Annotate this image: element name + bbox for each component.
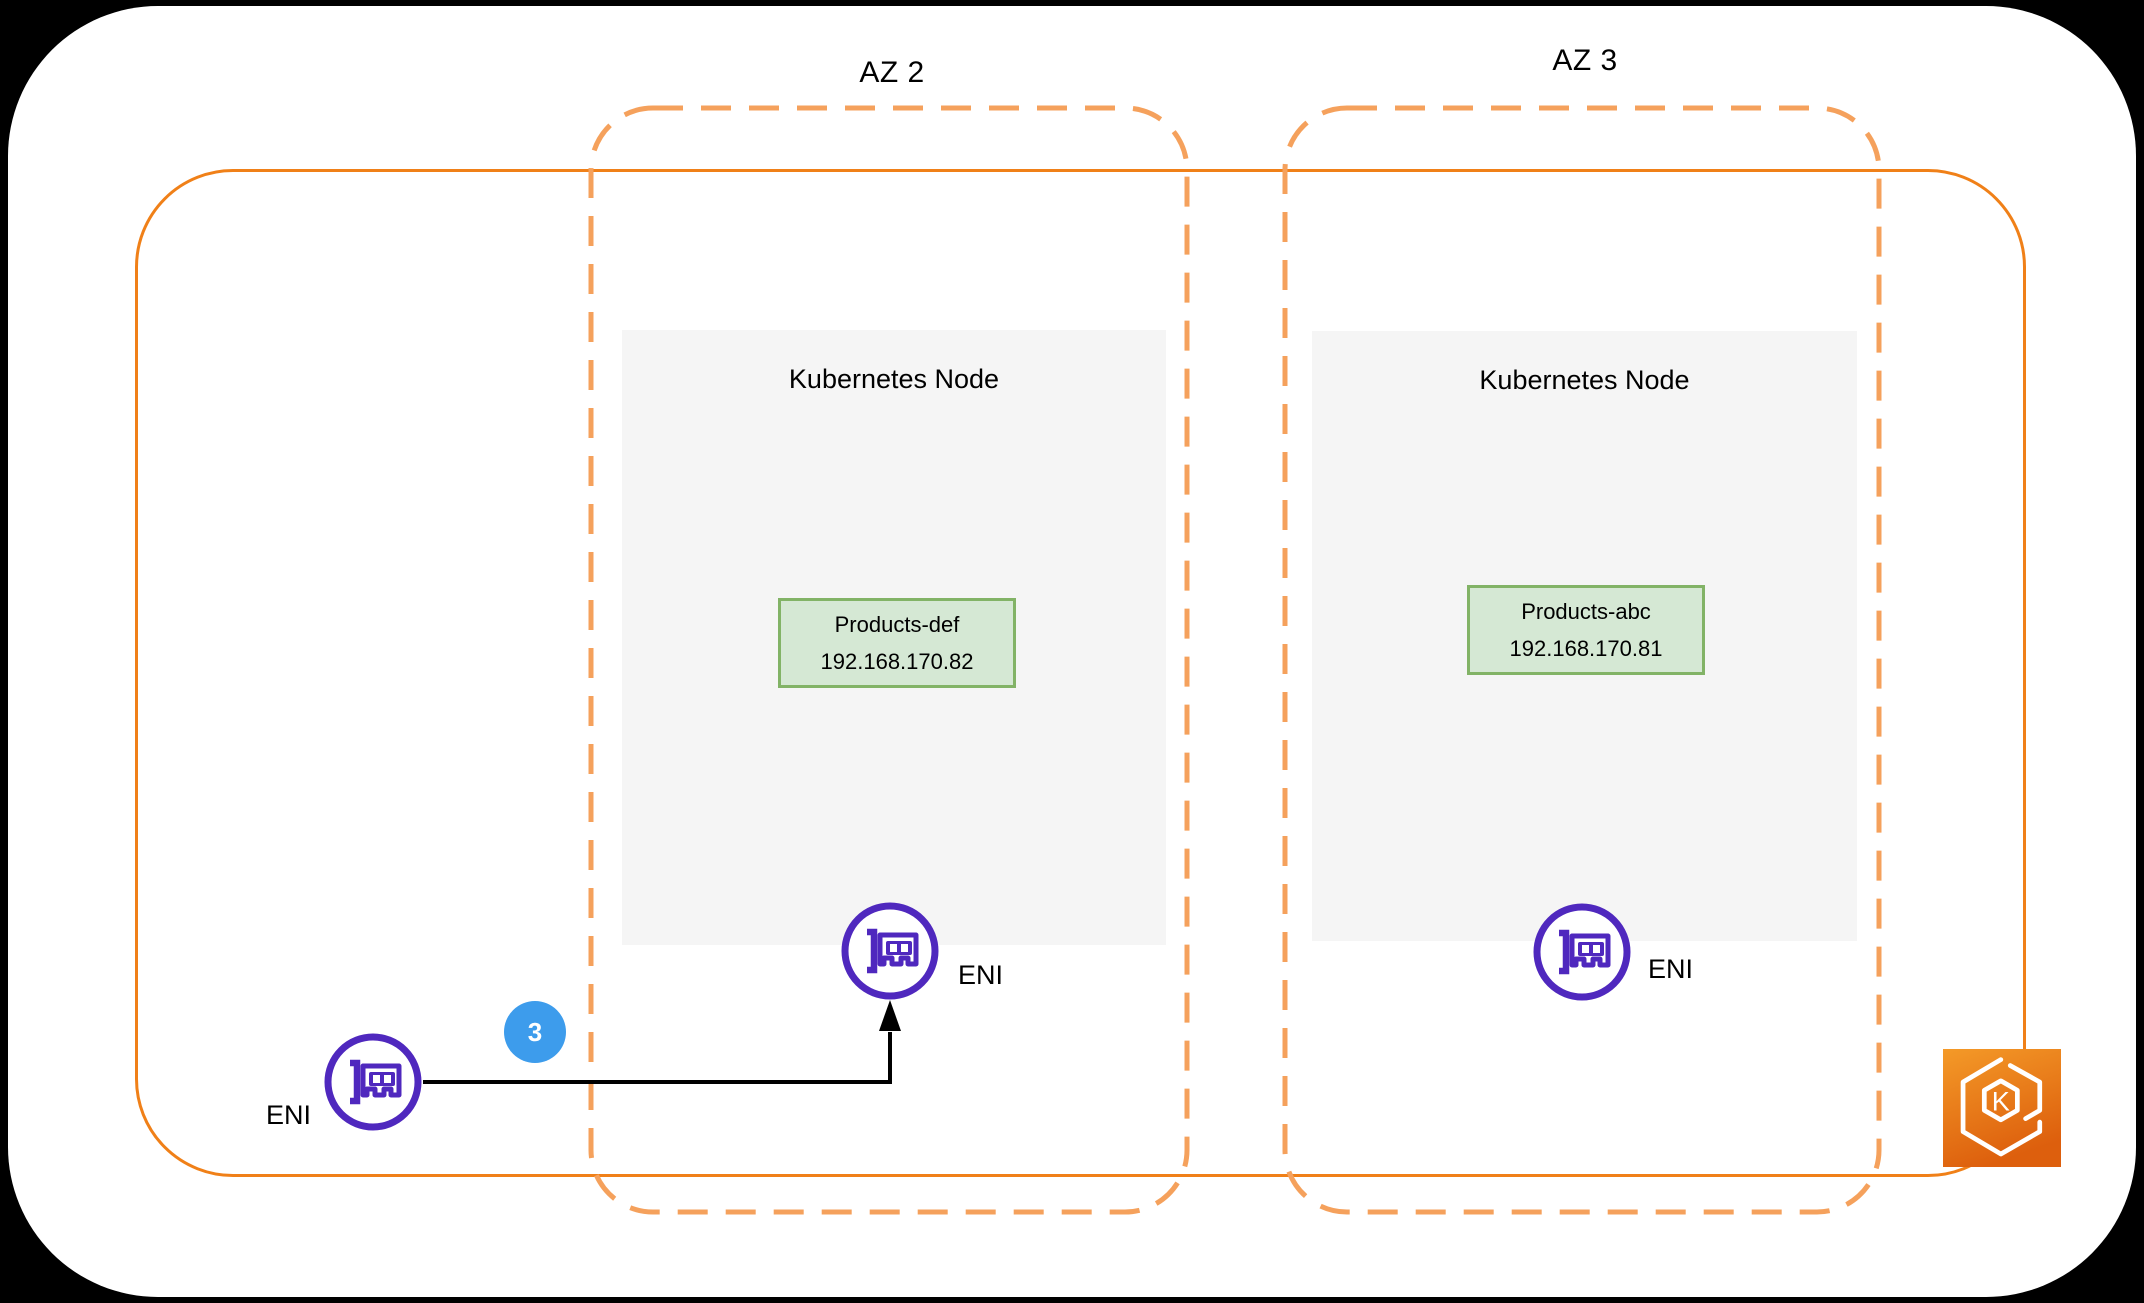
eni-network-card-icon — [1533, 903, 1631, 1001]
pod-ip: 192.168.170.81 — [1509, 635, 1663, 661]
az3-label: AZ 3 — [1552, 44, 1618, 77]
kubernetes-node-title: Kubernetes Node — [788, 364, 1000, 394]
kubernetes-node-title: Kubernetes Node — [1479, 365, 1690, 395]
pod-products-def: Products-def 192.168.170.82 — [778, 598, 1016, 688]
eks-letter: K — [1992, 1085, 2010, 1116]
eni-network-card-icon — [324, 1033, 422, 1131]
step-3-badge: 3 — [504, 1001, 566, 1063]
eni-label: ENI — [958, 960, 1004, 990]
amazon-eks-icon: K — [1943, 1049, 2061, 1167]
step-3-badge-number: 3 — [527, 1016, 543, 1047]
pod-ip: 192.168.170.82 — [820, 648, 974, 674]
pod-products-abc: Products-abc 192.168.170.81 — [1467, 585, 1705, 675]
pod-name: Products-abc — [1521, 598, 1651, 624]
pod-name: Products-def — [834, 611, 960, 637]
az2-label: AZ 2 — [859, 56, 925, 89]
eni-label: ENI — [266, 1100, 312, 1130]
eni-network-card-icon — [841, 902, 939, 1000]
eni-label: ENI — [1648, 954, 1694, 984]
